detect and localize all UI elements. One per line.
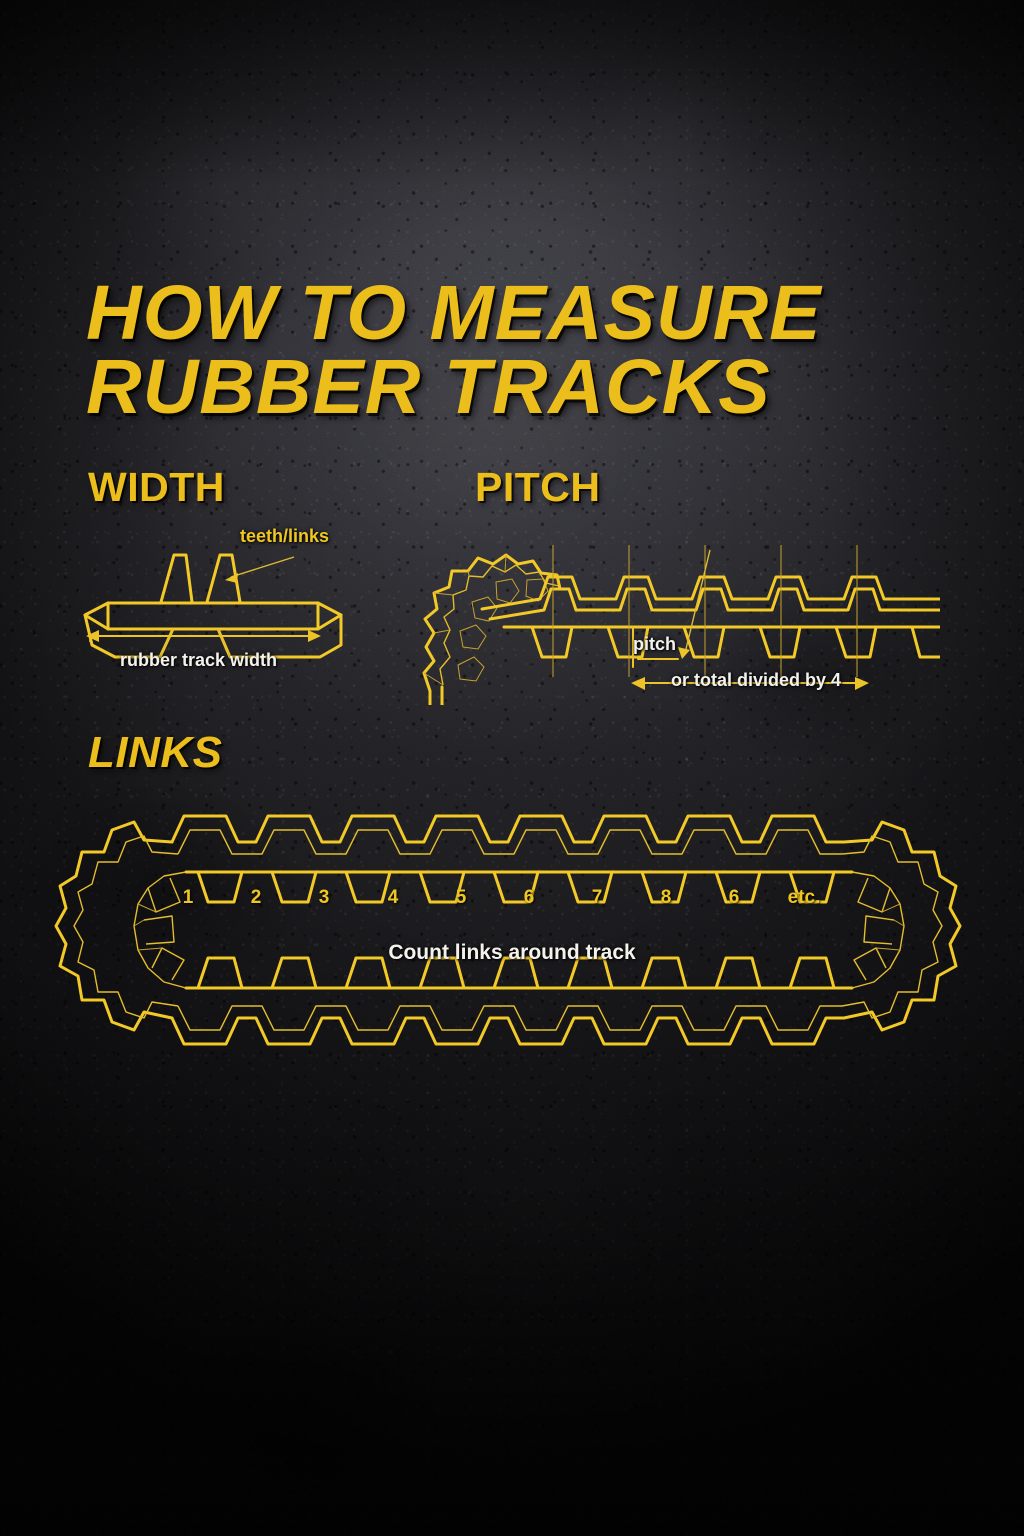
sprocket-wheel — [422, 553, 562, 705]
link-number: 5 — [455, 887, 467, 908]
teeth-links-label: teeth/links — [240, 526, 330, 546]
belt-bottom-lug-row — [170, 1016, 846, 1046]
inner-pocket-right-2 — [863, 915, 895, 945]
pitch-leader-arrowhead — [678, 647, 690, 659]
inner-link-bottom-8 — [714, 956, 762, 990]
inner-pocket-left-1 — [147, 877, 181, 913]
inner-link-band — [133, 870, 905, 990]
link-number: 7 — [591, 887, 603, 908]
total-dimension-arrow-right — [855, 677, 869, 690]
inner-cap-left-spokes — [133, 903, 163, 951]
inner-pocket-left-3 — [151, 947, 185, 981]
title-line-1: HOW TO MEASURE — [86, 270, 822, 356]
outer-belt — [54, 814, 962, 1046]
link-number: 6 — [523, 887, 535, 908]
teeth-callout-arrowhead — [225, 573, 238, 583]
inner-link-top-5 — [492, 870, 540, 904]
tooth-left-shape — [159, 553, 194, 604]
link-number: 6 — [728, 887, 740, 908]
page-title: HOW TO MEASURE RUBBER TRACKS — [86, 270, 966, 430]
total-divided-label: or total divided by 4 — [671, 670, 842, 690]
sprocket-spokes — [423, 554, 507, 686]
sprocket-pocket-1 — [457, 656, 485, 682]
track-edge-right — [316, 601, 343, 631]
inner-pocket-left-2 — [143, 915, 175, 945]
tread-notch-walls — [159, 628, 231, 658]
link-tooth-5 — [834, 625, 878, 659]
link-number-etc: etc. — [787, 887, 821, 908]
inner-link-bottom-2 — [270, 956, 318, 990]
sprocket-inner-rim — [439, 564, 560, 686]
link-tooth-2 — [606, 625, 650, 659]
upper-lug-outline-top — [480, 575, 940, 611]
inner-link-top-9 — [788, 870, 836, 904]
inner-link-bottom-9 — [788, 956, 836, 990]
link-number: 4 — [387, 887, 399, 908]
inner-link-top-2 — [270, 870, 318, 904]
belt-top-inner-line — [177, 829, 842, 855]
section-heading-pitch: PITCH — [475, 464, 601, 510]
inner-link-top-4 — [418, 870, 466, 904]
inner-pocket-right-1 — [857, 877, 891, 913]
right-end-gear-inner — [841, 835, 943, 1019]
inner-link-bottom-4 — [418, 956, 466, 990]
total-dimension-arrow-left — [631, 677, 645, 690]
inner-pocket-right-3 — [853, 947, 887, 981]
inner-link-bottom-1 — [196, 956, 244, 990]
inner-link-top-8 — [714, 870, 762, 904]
inner-link-bottom-5 — [492, 956, 540, 990]
link-tooth-6 — [910, 625, 940, 659]
inner-link-top-3 — [344, 870, 392, 904]
link-tooth-4 — [758, 625, 802, 659]
inner-link-top-7 — [640, 870, 688, 904]
track-body-band — [106, 601, 320, 631]
sprocket-shaft — [428, 685, 444, 705]
inner-link-bottom-6 — [566, 956, 614, 990]
upper-lug-outline-bottom — [488, 587, 940, 621]
count-links-instruction: Count links around track — [388, 941, 636, 964]
pitch-profile-diagram — [422, 545, 940, 705]
left-end-gear-outline — [54, 820, 174, 1032]
inner-link-bottom-3 — [344, 956, 392, 990]
belt-top-lug-row — [170, 814, 846, 844]
link-tooth-1 — [530, 625, 574, 659]
inner-cap-right-spokes — [875, 903, 905, 951]
sprocket-pocket-3 — [471, 596, 498, 622]
sprocket-pocket-4 — [495, 578, 520, 604]
rubber-track-width-label: rubber track width — [120, 650, 278, 670]
sprocket-pocket-2 — [459, 624, 487, 650]
inner-link-top-6 — [566, 870, 614, 904]
inner-link-top-1 — [196, 870, 244, 904]
teeth-callout-leader — [230, 556, 295, 578]
link-tooth-3 — [682, 625, 726, 659]
width-dimension-arrow-left — [86, 630, 99, 642]
inner-link-bottom-7 — [640, 956, 688, 990]
link-number: 1 — [182, 887, 194, 908]
right-end-gear-outline — [842, 820, 962, 1032]
pitch-label: pitch — [633, 634, 676, 654]
section-heading-width: WIDTH — [88, 464, 225, 510]
sprocket-pocket-5 — [525, 578, 549, 602]
width-dimension-arrow-right — [308, 630, 321, 642]
link-number: 8 — [660, 887, 672, 908]
width-cross-section-diagram — [83, 553, 343, 659]
sprocket-outer-teeth — [422, 553, 562, 693]
title-line-2: RUBBER TRACKS — [86, 344, 771, 430]
section-heading-links: LINKS — [88, 728, 223, 777]
link-number: 2 — [250, 887, 262, 908]
left-end-gear-inner — [73, 835, 179, 1019]
link-number: 3 — [318, 887, 330, 908]
pitch-slant-leader — [684, 549, 711, 654]
links-track-loop-diagram — [54, 814, 962, 1046]
belt-bottom-inner-line — [177, 1005, 842, 1031]
